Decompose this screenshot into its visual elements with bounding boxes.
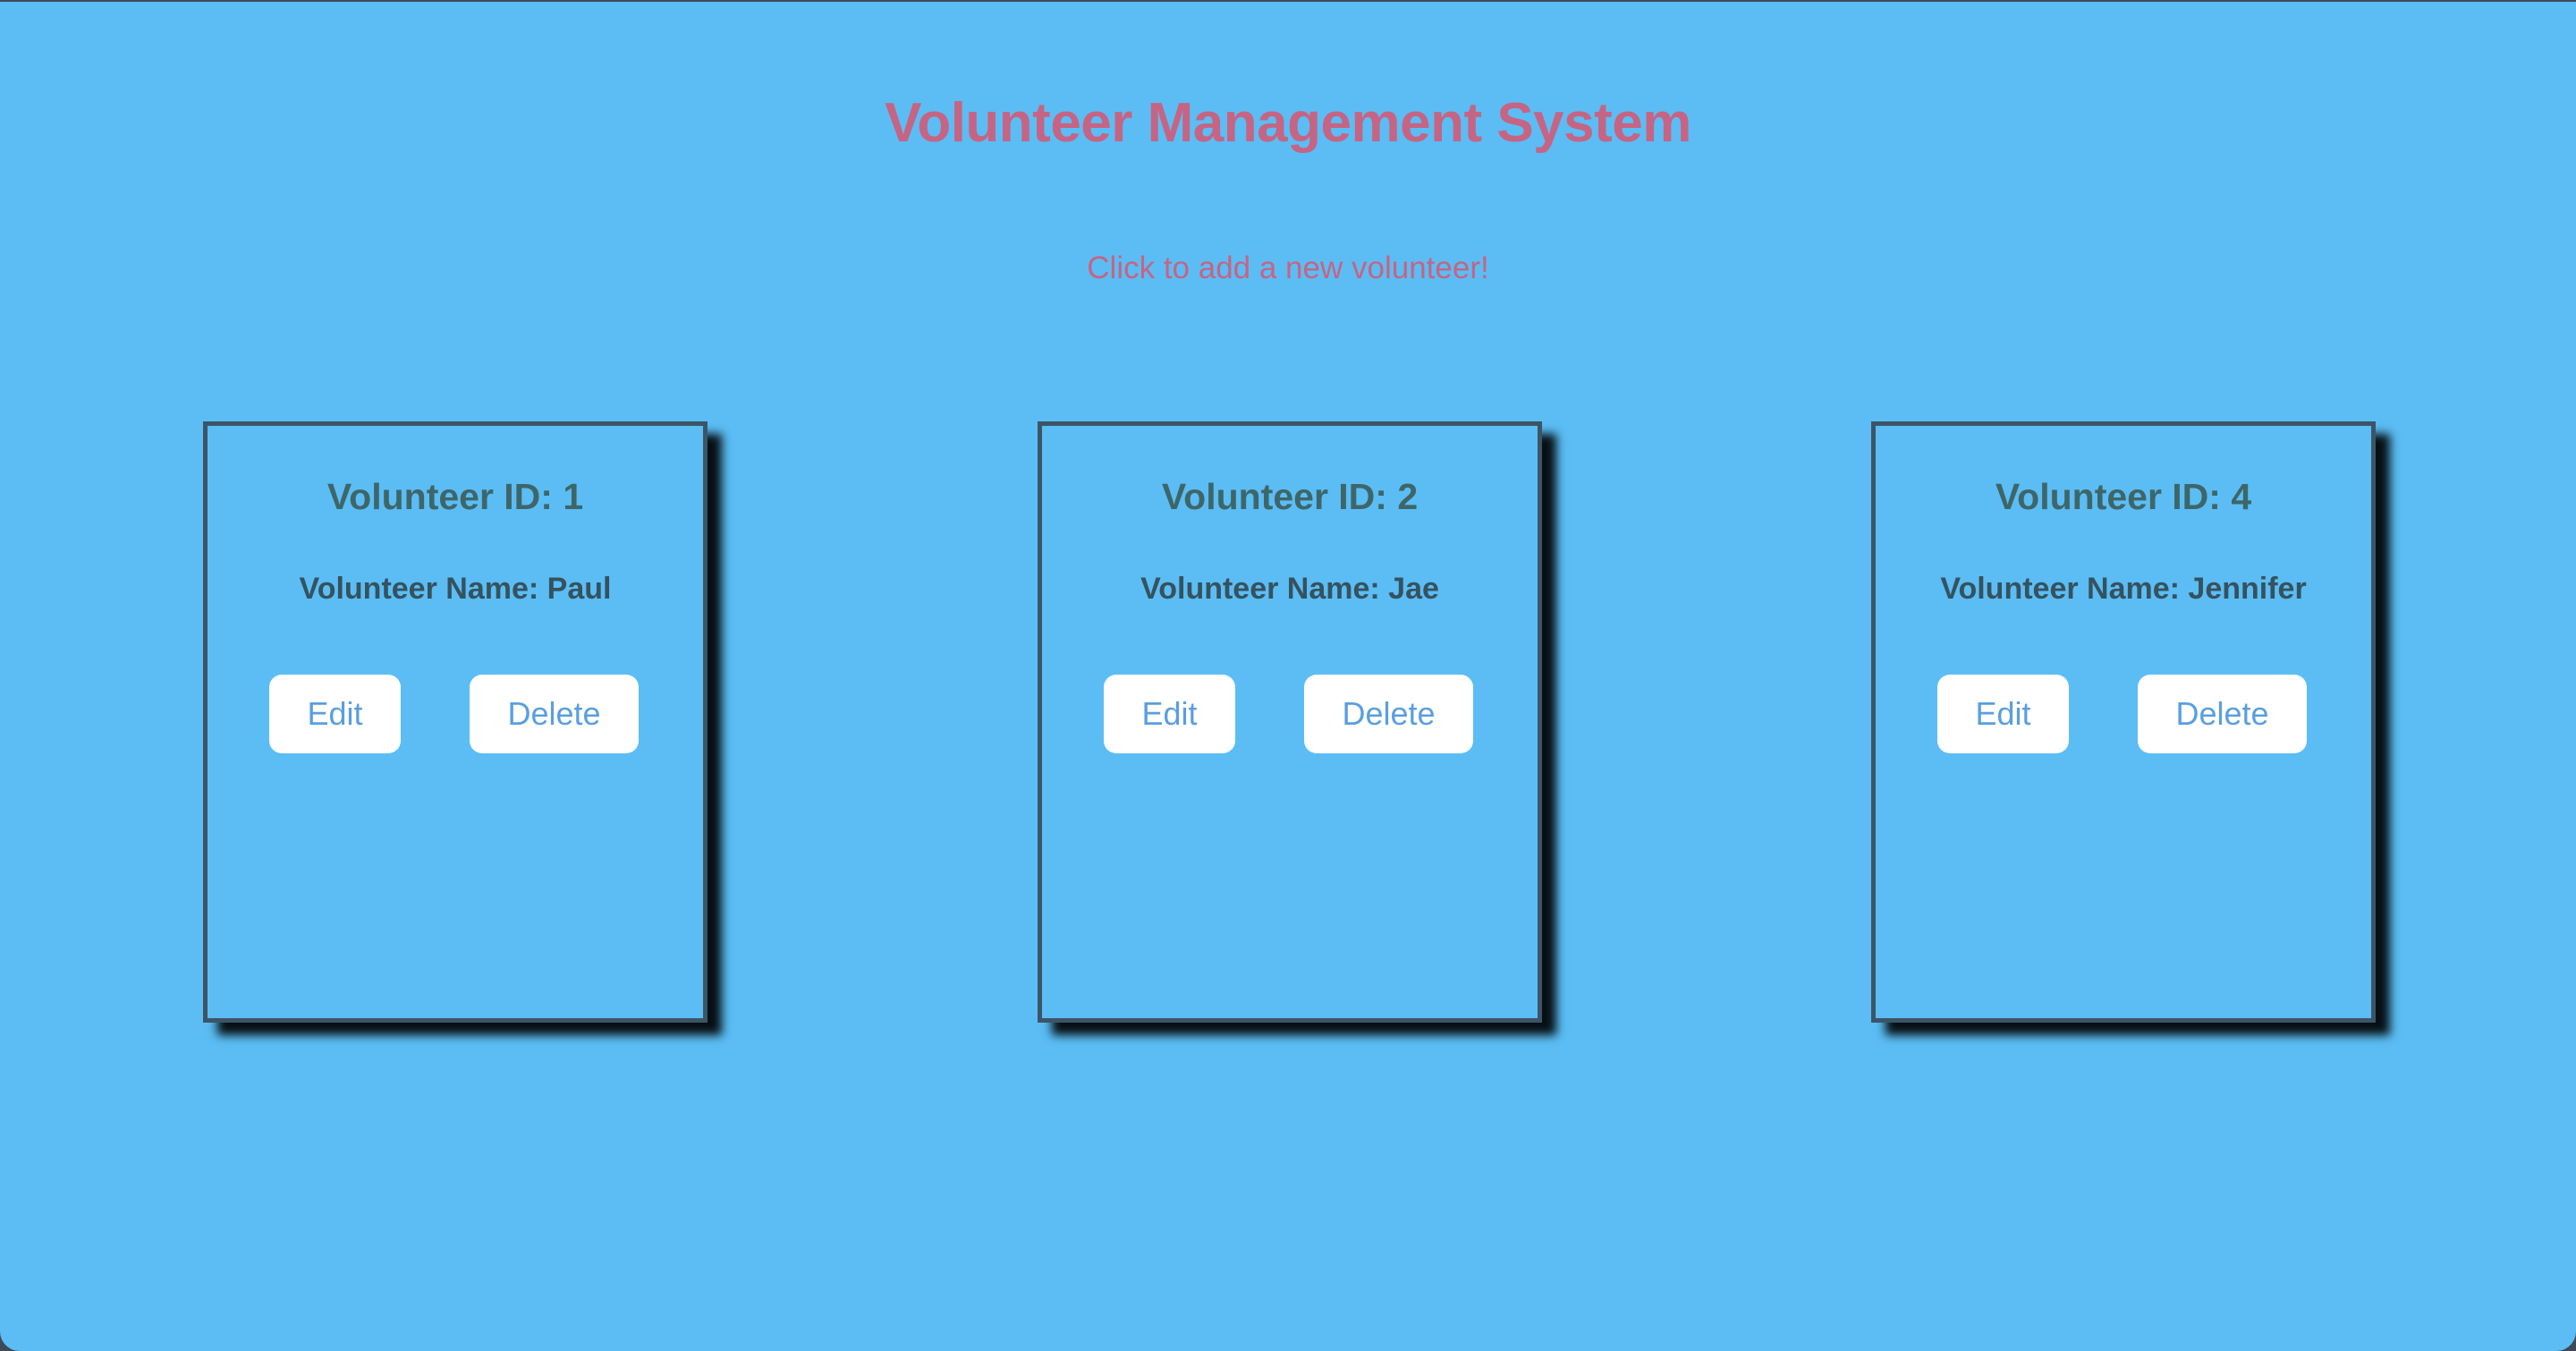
volunteer-name: Volunteer Name: Jae	[1140, 572, 1439, 606]
delete-button[interactable]: Delete	[2138, 675, 2307, 753]
edit-button[interactable]: Edit	[1937, 675, 2069, 753]
volunteer-id: Volunteer ID: 1	[326, 476, 584, 517]
page-title: Volunteer Management System	[885, 92, 1691, 154]
volunteer-name: Volunteer Name: Jennifer	[1940, 572, 2307, 606]
edit-button[interactable]: Edit	[269, 675, 401, 753]
delete-button[interactable]: Delete	[470, 675, 639, 753]
add-volunteer-link[interactable]: Click to add a new volunteer!	[1087, 251, 1489, 285]
volunteer-id: Volunteer ID: 4	[1995, 476, 2252, 517]
edit-button[interactable]: Edit	[1104, 675, 1235, 753]
delete-button[interactable]: Delete	[1304, 675, 1473, 753]
volunteer-card: Volunteer ID: 2 Volunteer Name: Jae Edit…	[1038, 421, 1542, 1023]
volunteer-card: Volunteer ID: 4 Volunteer Name: Jennifer…	[1871, 421, 2376, 1023]
volunteer-card: Volunteer ID: 1 Volunteer Name: Paul Edi…	[203, 421, 708, 1023]
volunteer-id: Volunteer ID: 2	[1161, 476, 1419, 517]
volunteer-name: Volunteer Name: Paul	[299, 572, 612, 606]
